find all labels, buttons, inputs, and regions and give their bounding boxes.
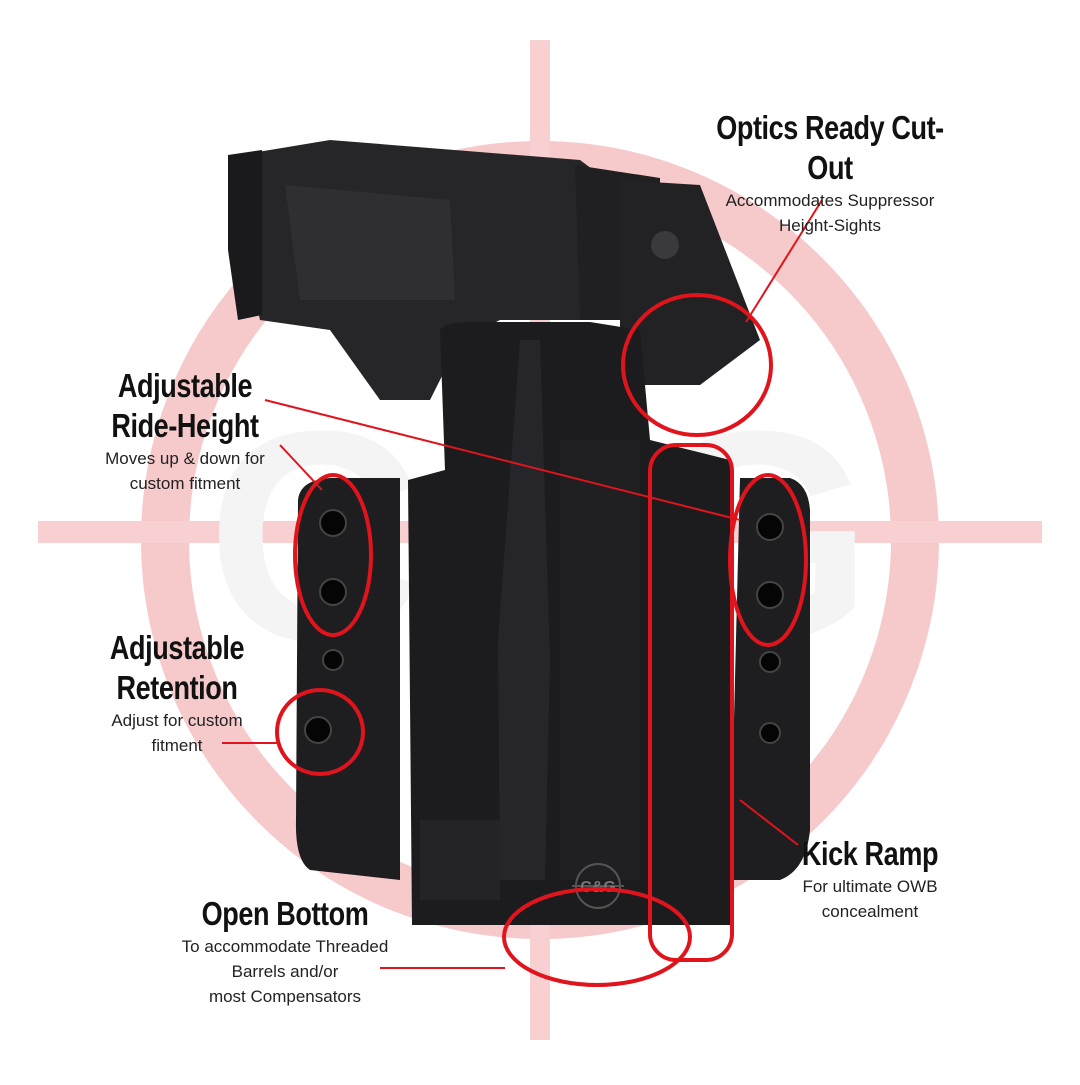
kick-ramp-leader	[739, 799, 799, 846]
highlights	[275, 293, 808, 987]
retention-desc-line-2: fitment	[151, 736, 203, 755]
optics-desc-line-1: Accommodates Suppressor	[725, 191, 935, 210]
open-bottom-highlight	[502, 887, 692, 987]
ride-height-callout: Adjustable Ride-Height Moves up & down f…	[70, 366, 300, 496]
retention-callout: Adjustable Retention Adjust for custom f…	[72, 628, 282, 758]
ride-height-desc-line-2: custom fitment	[129, 474, 241, 493]
optics-highlight	[621, 293, 773, 437]
pistol	[228, 140, 760, 400]
open-bottom-desc-line-1: To accommodate Threaded	[181, 937, 389, 956]
kick-ramp-callout: Kick Ramp For ultimate OWB concealment	[770, 834, 970, 924]
retention-highlight	[275, 688, 365, 776]
ride-height-title-line-2: Ride-Height	[111, 407, 259, 444]
screws	[304, 509, 784, 744]
open-bottom-callout: Open Bottom To accommodate Threaded Barr…	[150, 894, 420, 1009]
retention-desc-line-1: Adjust for custom	[111, 711, 243, 730]
retention-title-line-2: Retention	[116, 669, 238, 706]
ride-height-desc-line-1: Moves up & down for	[105, 449, 265, 468]
ride-height-title-line-1: Adjustable	[117, 367, 253, 404]
leader-lines	[222, 199, 823, 969]
ride-height-highlight-left	[293, 473, 373, 637]
holster-wings	[295, 478, 810, 880]
kick-ramp-desc-line-1: For ultimate OWB	[802, 877, 938, 896]
kick-ramp-title: Kick Ramp	[801, 835, 939, 872]
ride-height-leader-left	[279, 444, 323, 491]
optics-title: Optics Ready Cut-Out	[716, 109, 944, 186]
optics-desc-line-2: Height-Sights	[778, 216, 882, 235]
open-bottom-desc-line-2: Barrels and/or	[231, 962, 339, 981]
optics-leader	[745, 199, 823, 323]
optics-callout: Optics Ready Cut-Out Accommodates Suppre…	[690, 108, 970, 238]
retention-title-line-1: Adjustable	[109, 629, 245, 666]
kick-ramp-desc-line-2: concealment	[821, 902, 919, 921]
open-bottom-title: Open Bottom	[201, 895, 369, 932]
open-bottom-desc-line-3: most Compensators	[208, 987, 362, 1006]
kick-ramp-highlight	[648, 443, 734, 962]
ride-height-leader-right	[264, 399, 741, 521]
